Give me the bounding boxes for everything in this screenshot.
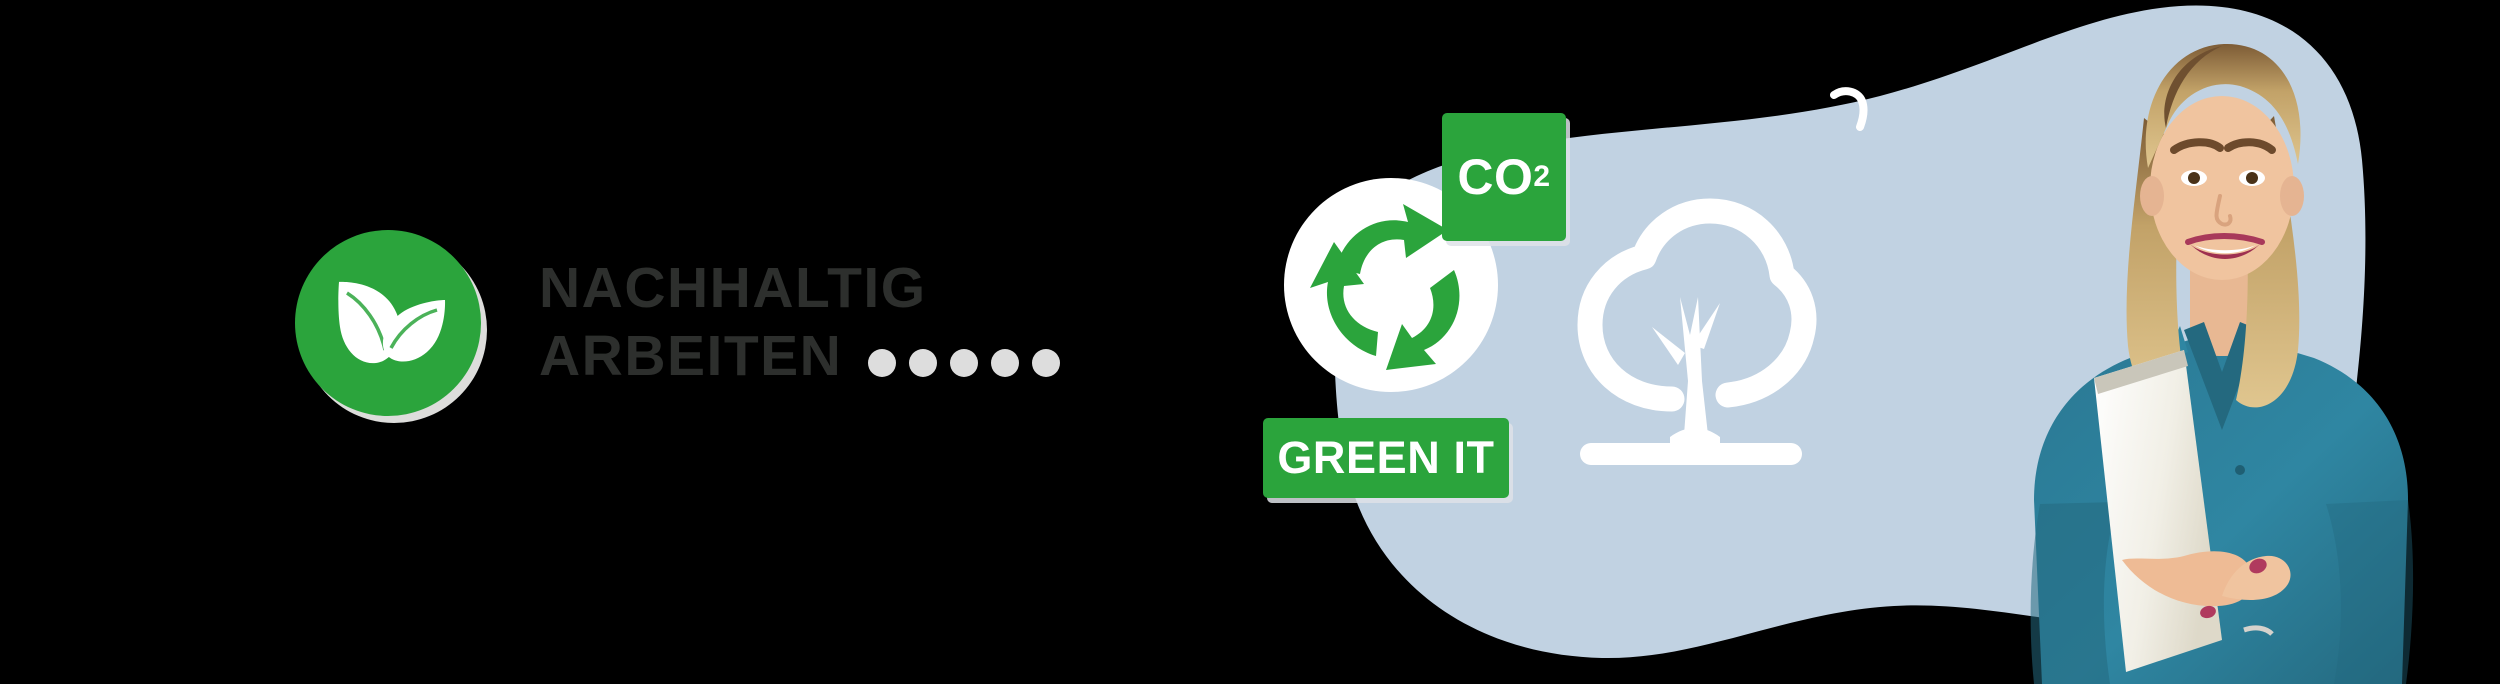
small-hook-mark-icon (1830, 87, 1868, 131)
brand-lockup: NACHHALTIG ARBEITEN (295, 230, 1061, 416)
dot-2 (909, 348, 938, 377)
smiling-woman-with-laptop (2030, 43, 2414, 684)
green-it-chip-label: GREEN IT (1277, 432, 1495, 483)
leaf-sprout-icon (338, 281, 446, 364)
trailing-dots (868, 337, 1061, 377)
headline-line-2-row: ARBEITEN (539, 324, 1061, 388)
headline-block: NACHHALTIG ARBEITEN (539, 258, 1061, 388)
leaf-sprout-badge (295, 230, 481, 416)
dot-5 (1032, 348, 1061, 377)
page-title-line-1: NACHHALTIG (539, 256, 927, 321)
page-title-line-2: ARBEITEN (539, 324, 843, 388)
headline-line-1-row: NACHHALTIG (539, 258, 1060, 320)
recycle-icon (1310, 204, 1460, 370)
dot-4 (991, 348, 1020, 377)
green-it-chip: GREEN IT (1263, 418, 1509, 498)
dot-1 (868, 348, 897, 377)
tree-icon (1577, 198, 1817, 465)
co2-chip-label: CO (1457, 149, 1534, 205)
dot-3 (950, 348, 979, 377)
